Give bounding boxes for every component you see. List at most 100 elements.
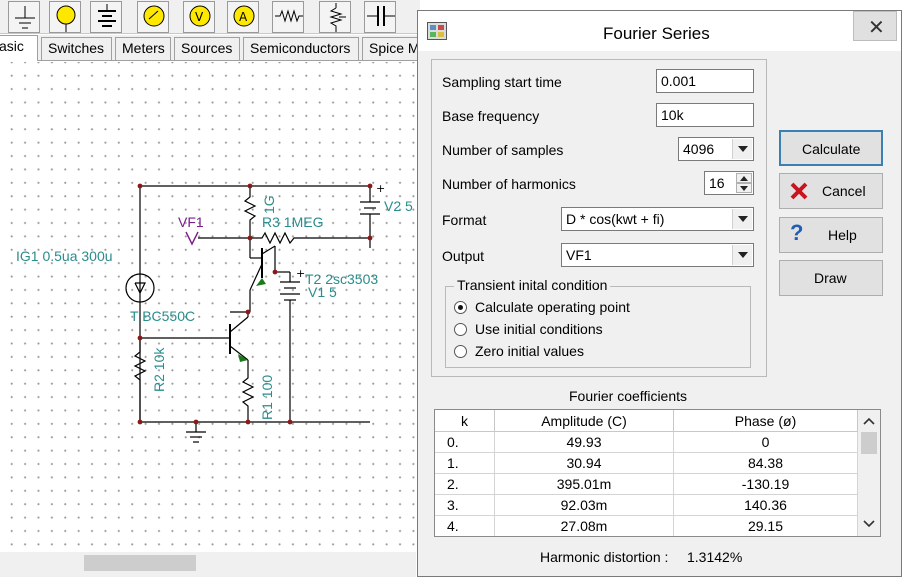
table-cell-amplitude: 92.03m	[495, 495, 674, 516]
tab-switches[interactable]: Switches	[41, 37, 112, 60]
table-cell-k: 1.	[435, 453, 495, 474]
spin-up-icon[interactable]	[736, 173, 752, 183]
t2-label: T2 2sc3503	[305, 271, 379, 287]
component-toolbar: V A	[0, 0, 420, 34]
ground-tool-button[interactable]	[8, 1, 40, 33]
calculate-button[interactable]: Calculate	[779, 130, 883, 166]
chevron-down-icon[interactable]	[732, 209, 752, 229]
voltmeter-v-tool-button[interactable]: V	[183, 1, 215, 33]
radio-button-checked[interactable]	[454, 301, 467, 314]
svg-text:+: +	[376, 182, 385, 195]
table-cell-k: 2.	[435, 474, 495, 495]
draw-button[interactable]: Draw	[779, 260, 883, 296]
transient-condition-group: Transient inital condition Calculate ope…	[445, 277, 751, 368]
table-cell-k: 0.	[435, 432, 495, 453]
component-tabs: asic Switches Meters Sources Semiconduct…	[0, 35, 420, 61]
vf1-label: VF1	[178, 214, 204, 230]
chevron-down-icon[interactable]	[732, 139, 752, 159]
lamp-tool-button[interactable]	[49, 1, 81, 33]
base-frequency-input[interactable]	[656, 103, 754, 127]
battery-tool-button[interactable]	[90, 1, 122, 33]
output-select[interactable]: VF1	[561, 243, 754, 267]
resistor-icon	[275, 9, 303, 23]
dialog-titlebar[interactable]: Fourier Series ✕	[418, 11, 901, 51]
sampling-start-time-input[interactable]	[656, 69, 754, 93]
dialog-title: Fourier Series	[603, 24, 710, 43]
column-header-amplitude: Amplitude (C)	[495, 410, 674, 432]
coefficients-title: Fourier coefficients	[569, 388, 688, 404]
base-frequency-label: Base frequency	[442, 108, 540, 124]
output-label: Output	[442, 248, 485, 264]
radio-button[interactable]	[454, 345, 467, 358]
table-cell-phase: 84.38	[674, 453, 858, 474]
table-cell-phase: -130.19	[674, 474, 858, 495]
canvas-horizontal-scrollbar[interactable]	[0, 552, 416, 577]
svg-text:V: V	[195, 10, 204, 24]
radio-button[interactable]	[454, 323, 467, 336]
number-of-harmonics-stepper[interactable]: 16	[704, 171, 754, 195]
number-of-harmonics-value: 16	[709, 175, 725, 191]
capacitor-tool-button[interactable]	[364, 1, 396, 33]
tab-basic[interactable]: asic	[0, 35, 38, 61]
ammeter-tool-button[interactable]: A	[227, 1, 259, 33]
chevron-down-icon[interactable]	[861, 516, 877, 532]
harmonic-distortion-value: 1.3142%	[687, 549, 743, 565]
number-of-samples-value: 4096	[683, 141, 715, 157]
table-cell-phase: 140.36	[674, 495, 858, 516]
radio-label: Calculate operating point	[475, 299, 630, 315]
table-cell-k: 4.	[435, 516, 495, 536]
sampling-start-time-label: Sampling start time	[442, 74, 562, 90]
battery-icon	[98, 4, 116, 27]
number-of-samples-select[interactable]: 4096	[678, 137, 754, 161]
svg-text:A: A	[239, 10, 248, 24]
harmonic-distortion-label: Harmonic distortion :	[540, 549, 669, 565]
close-icon: ✕	[868, 17, 885, 39]
chevron-up-icon[interactable]	[861, 413, 877, 429]
column-header-phase: Phase (ø)	[674, 410, 858, 432]
spin-down-icon[interactable]	[736, 183, 752, 193]
tab-spice-macros[interactable]: Spice M	[362, 37, 420, 60]
settings-group: Sampling start time Base frequency Numbe…	[431, 59, 767, 377]
tab-meters[interactable]: Meters	[115, 37, 171, 60]
v2-label: V2 5	[384, 198, 413, 214]
close-button[interactable]: ✕	[853, 11, 897, 41]
output-value: VF1	[566, 247, 592, 263]
cancel-button-label: Cancel	[822, 183, 866, 199]
tab-semiconductors[interactable]: Semiconductors	[243, 37, 359, 60]
potentiometer-icon	[329, 3, 346, 32]
r2-label: R2 10k	[151, 347, 167, 392]
column-header-k: k	[435, 410, 495, 432]
help-question-icon: ?	[790, 220, 804, 245]
coefficients-table: k Amplitude (C) Phase (ø) 0. 49.93 0 1. …	[434, 409, 881, 537]
table-cell-amplitude: 27.08m	[495, 516, 674, 536]
tab-sources[interactable]: Sources	[174, 37, 240, 60]
format-value: D * cos(kwt + fi)	[566, 211, 665, 227]
radio-label: Use initial conditions	[475, 321, 603, 337]
v1-label: V1 5	[308, 284, 337, 300]
format-label: Format	[442, 212, 487, 228]
scrollbar-thumb[interactable]	[84, 555, 196, 571]
svg-text:+: +	[296, 267, 305, 280]
fourier-coefficients-group: Fourier coefficients k Amplitude (C) Pha…	[428, 381, 891, 571]
help-button[interactable]: ? Help	[779, 217, 883, 253]
help-button-label: Help	[828, 227, 857, 243]
scrollbar-thumb[interactable]	[861, 432, 877, 454]
chevron-down-icon[interactable]	[732, 245, 752, 265]
table-vertical-scrollbar[interactable]	[858, 410, 880, 536]
voltmeter-tool-button[interactable]	[137, 1, 169, 33]
transient-condition-title: Transient inital condition	[454, 277, 611, 293]
app-icon	[427, 22, 447, 40]
ground-icon	[15, 6, 35, 29]
schematic-canvas[interactable]: + + VF1 IG1 0.5ua 300u 1G R3 1MEG V2 5 T…	[0, 62, 416, 552]
ammeter-icon: A	[233, 5, 255, 27]
cancel-button[interactable]: Cancel	[779, 173, 883, 209]
table-cell-amplitude: 395.01m	[495, 474, 674, 495]
r3-label: R3 1MEG	[262, 214, 324, 230]
number-of-harmonics-label: Number of harmonics	[442, 176, 576, 192]
table-cell-k: 3.	[435, 495, 495, 516]
resistor-tool-button[interactable]	[272, 1, 304, 33]
radio-label: Zero initial values	[475, 343, 584, 359]
format-select[interactable]: D * cos(kwt + fi)	[561, 207, 754, 231]
calculate-button-label: Calculate	[802, 141, 861, 157]
potentiometer-tool-button[interactable]	[319, 1, 351, 33]
